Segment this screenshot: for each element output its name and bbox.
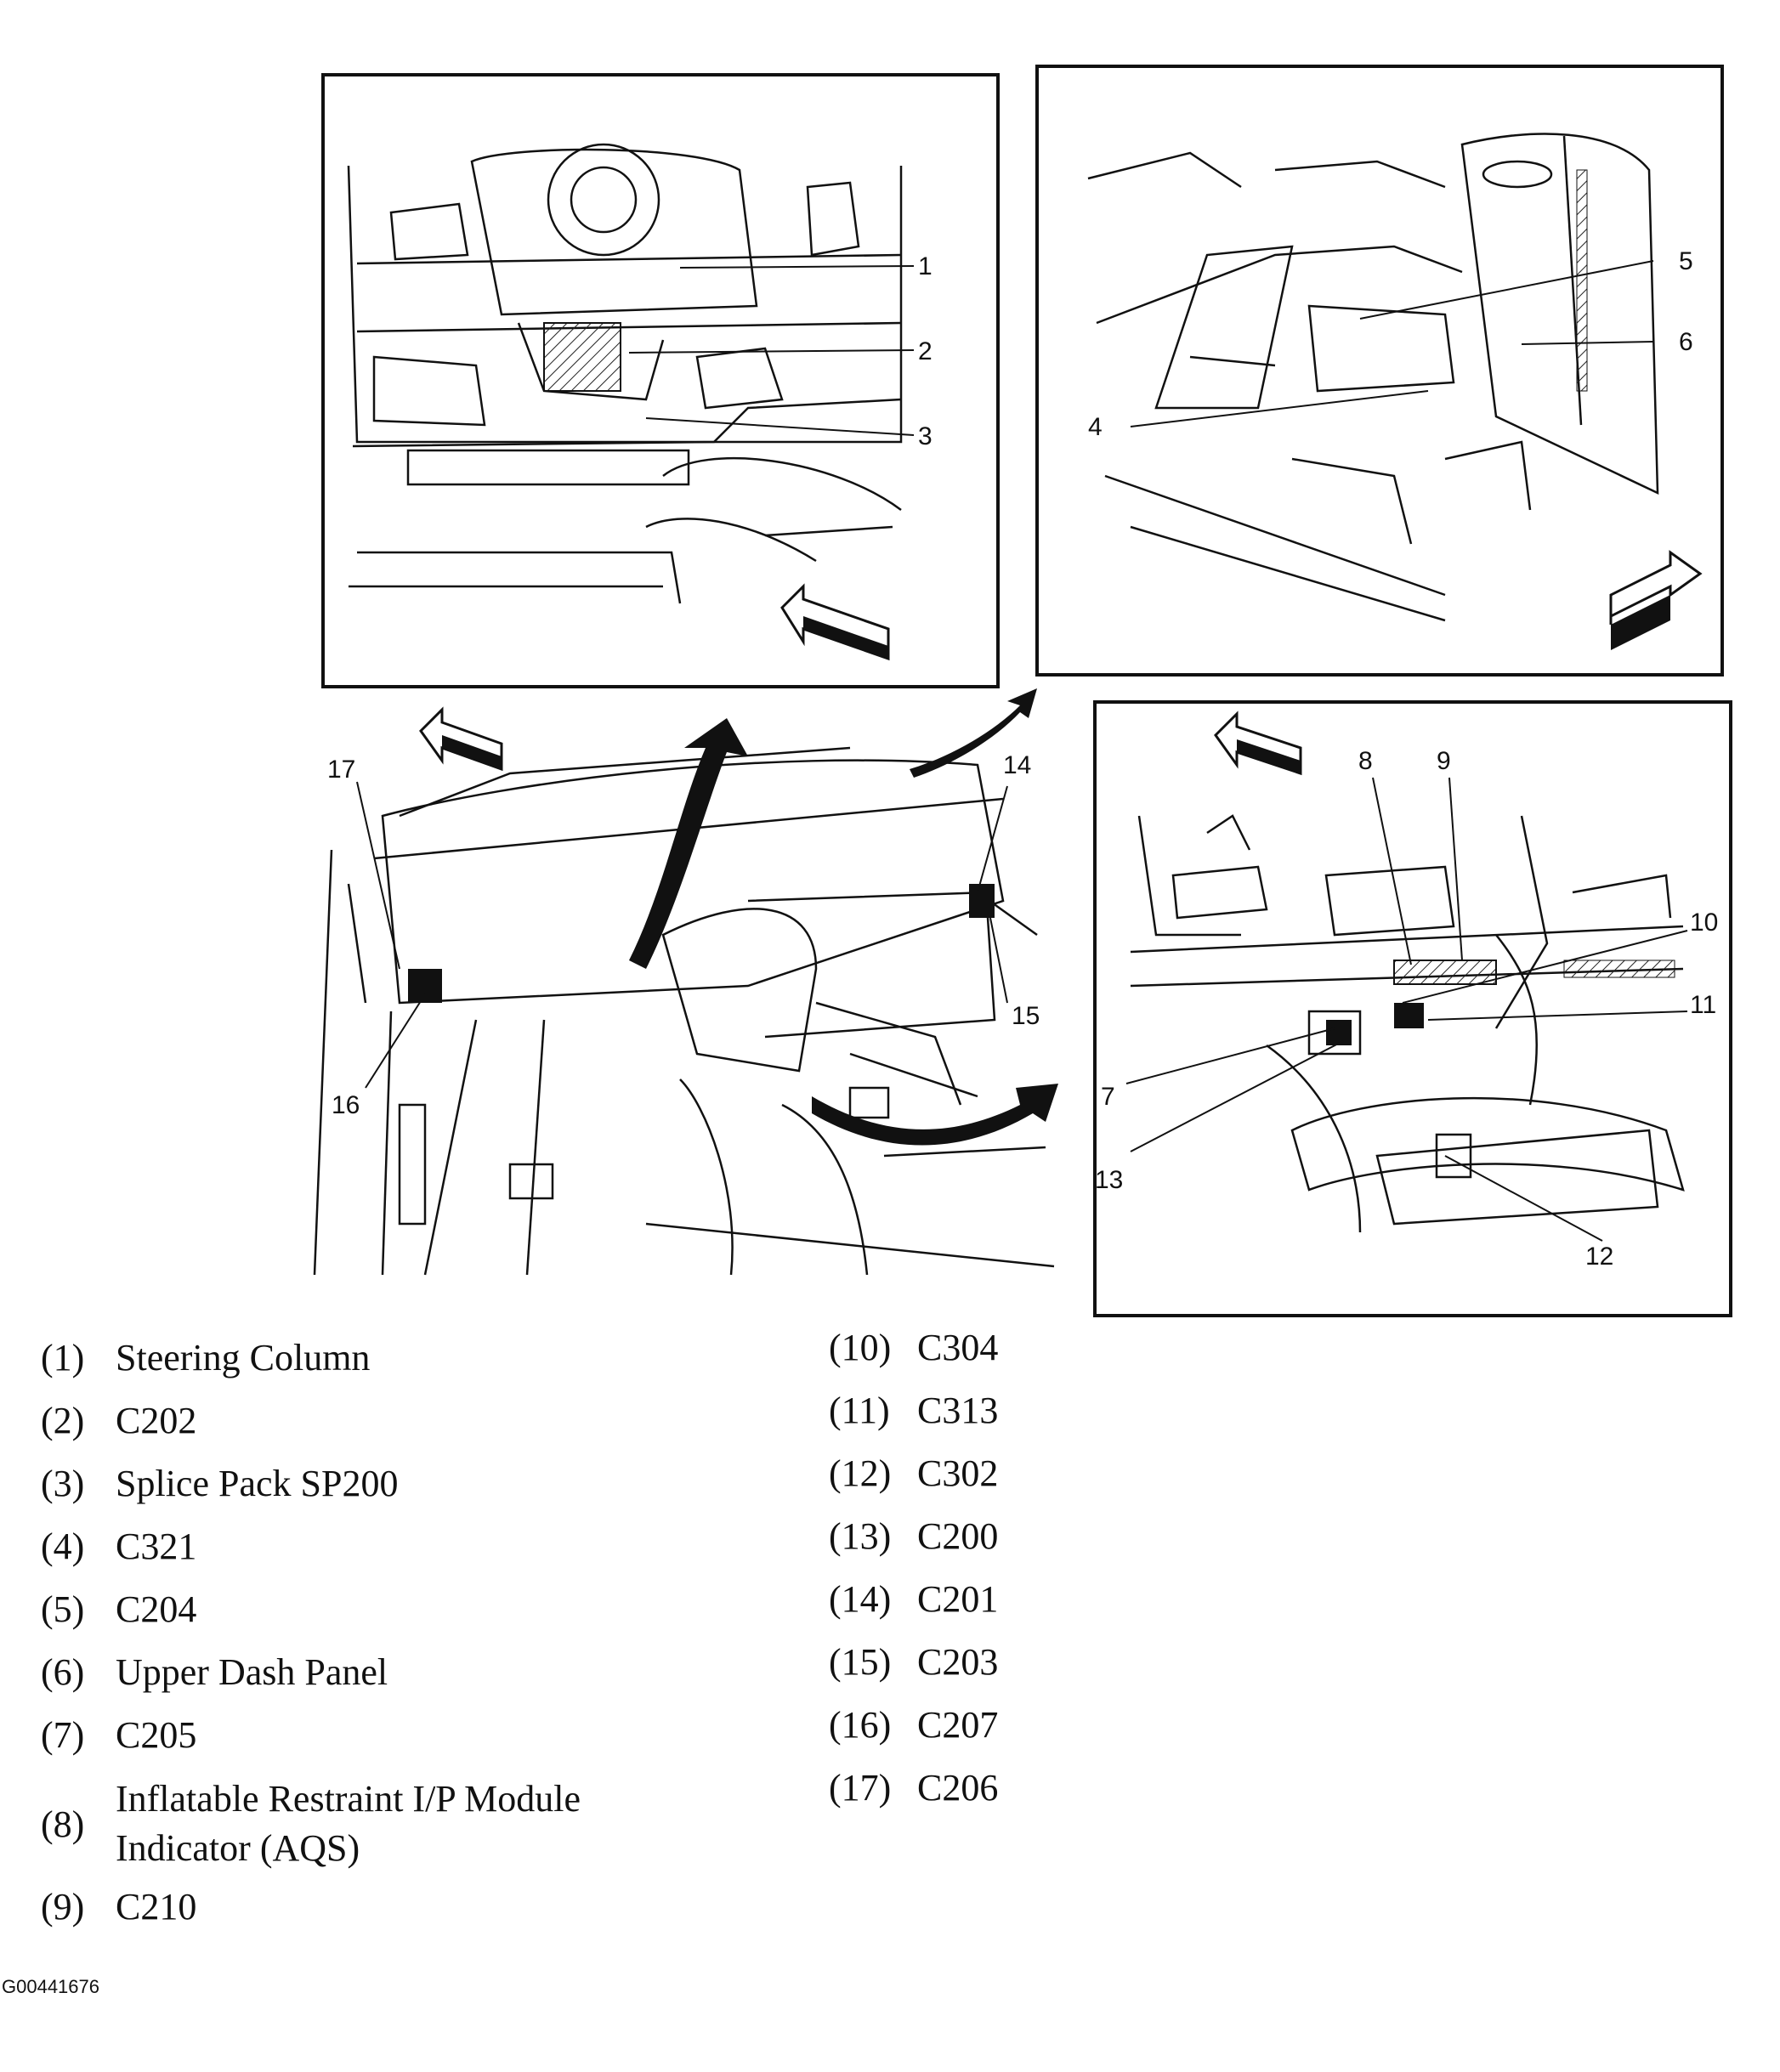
legend-number: (2) xyxy=(41,1400,85,1441)
inset-upper-dash-panel: 5 6 4 xyxy=(1035,65,1724,677)
legend-item-14: (14) C201 xyxy=(829,1577,998,1622)
callout-4: 4 xyxy=(1088,413,1103,441)
legend-label: C204 xyxy=(116,1588,197,1630)
inset-steering-column: 1 2 3 xyxy=(321,73,1000,688)
legend-number: (11) xyxy=(829,1390,890,1431)
legend-label: C201 xyxy=(917,1578,999,1620)
callout-1: 1 xyxy=(918,252,933,280)
legend-number: (16) xyxy=(829,1704,892,1746)
legend-number: (8) xyxy=(41,1803,85,1845)
legend-number: (14) xyxy=(829,1578,892,1620)
callout-7: 7 xyxy=(1101,1083,1115,1111)
callout-14: 14 xyxy=(1003,751,1031,779)
figure-code: G00441676 xyxy=(2,1976,99,1997)
legend-item-5: (5) C204 xyxy=(41,1588,196,1632)
legend-item-7: (7) C205 xyxy=(41,1713,196,1758)
callout-15: 15 xyxy=(1012,1002,1040,1030)
legend-label: C206 xyxy=(917,1767,999,1809)
inset-console-area: 8 9 10 11 12 7 13 xyxy=(1093,700,1732,1317)
callout-5: 5 xyxy=(1679,247,1693,275)
overview-floor-view: 14 15 17 16 xyxy=(313,688,1058,1276)
legend-item-4: (4) C321 xyxy=(41,1525,196,1569)
legend-label: C304 xyxy=(917,1327,999,1368)
callout-10: 10 xyxy=(1690,909,1718,937)
callout-9: 9 xyxy=(1437,747,1451,775)
legend-label: C313 xyxy=(917,1390,999,1431)
legend-number: (5) xyxy=(41,1588,85,1630)
legend-item-13: (13) C200 xyxy=(829,1514,998,1559)
legend-number: (1) xyxy=(41,1337,85,1379)
callout-8: 8 xyxy=(1358,747,1373,775)
legend-label-line1: Inflatable Restraint I/P Module xyxy=(116,1778,581,1820)
legend-label: Splice Pack SP200 xyxy=(116,1463,399,1504)
legend-number: (6) xyxy=(41,1651,85,1693)
legend-number: (17) xyxy=(829,1767,892,1809)
callout-3: 3 xyxy=(918,422,933,450)
legend-label: C203 xyxy=(917,1641,999,1683)
legend-item-9: (9) C210 xyxy=(41,1885,196,1929)
legend-number: (12) xyxy=(829,1452,892,1494)
callout-6: 6 xyxy=(1679,328,1693,356)
legend-label: C205 xyxy=(116,1714,197,1756)
legend-item-16: (16) C207 xyxy=(829,1703,998,1747)
legend-number: (15) xyxy=(829,1641,892,1683)
callout-13: 13 xyxy=(1095,1166,1123,1194)
connector-location-diagram: 1 2 3 5 6 4 xyxy=(313,65,1732,1317)
legend-item-12: (12) C302 xyxy=(829,1452,998,1496)
legend-label-line2: Indicator (AQS) xyxy=(116,1827,360,1869)
callout-12: 12 xyxy=(1585,1243,1613,1271)
legend-item-6: (6) Upper Dash Panel xyxy=(41,1650,388,1695)
callout-2: 2 xyxy=(918,337,933,365)
legend-number: (4) xyxy=(41,1526,85,1567)
legend-number: (9) xyxy=(41,1886,85,1928)
callout-11: 11 xyxy=(1690,991,1716,1019)
callout-17: 17 xyxy=(327,756,355,784)
legend-item-11: (11) C313 xyxy=(829,1389,998,1433)
legend-item-10: (10) C304 xyxy=(829,1326,998,1370)
legend-label: C202 xyxy=(116,1400,197,1441)
legend-label: C321 xyxy=(116,1526,197,1567)
legend-item-15: (15) C203 xyxy=(829,1640,998,1684)
legend-item-17: (17) C206 xyxy=(829,1766,998,1810)
legend-item-2: (2) C202 xyxy=(41,1399,196,1443)
legend-label: C302 xyxy=(917,1452,999,1494)
legend-number: (10) xyxy=(829,1327,892,1368)
legend-item-3: (3) Splice Pack SP200 xyxy=(41,1462,398,1506)
legend-label: Upper Dash Panel xyxy=(116,1651,388,1693)
legend-label: C200 xyxy=(917,1515,999,1557)
callout-16: 16 xyxy=(332,1091,360,1119)
legend-number: (3) xyxy=(41,1463,85,1504)
legend-number: (7) xyxy=(41,1714,85,1756)
legend-label: C210 xyxy=(116,1886,197,1928)
legend-number: (13) xyxy=(829,1515,892,1557)
legend-label: C207 xyxy=(917,1704,999,1746)
legend-item-1: (1) Steering Column xyxy=(41,1336,370,1380)
legend-label: Steering Column xyxy=(116,1337,371,1379)
